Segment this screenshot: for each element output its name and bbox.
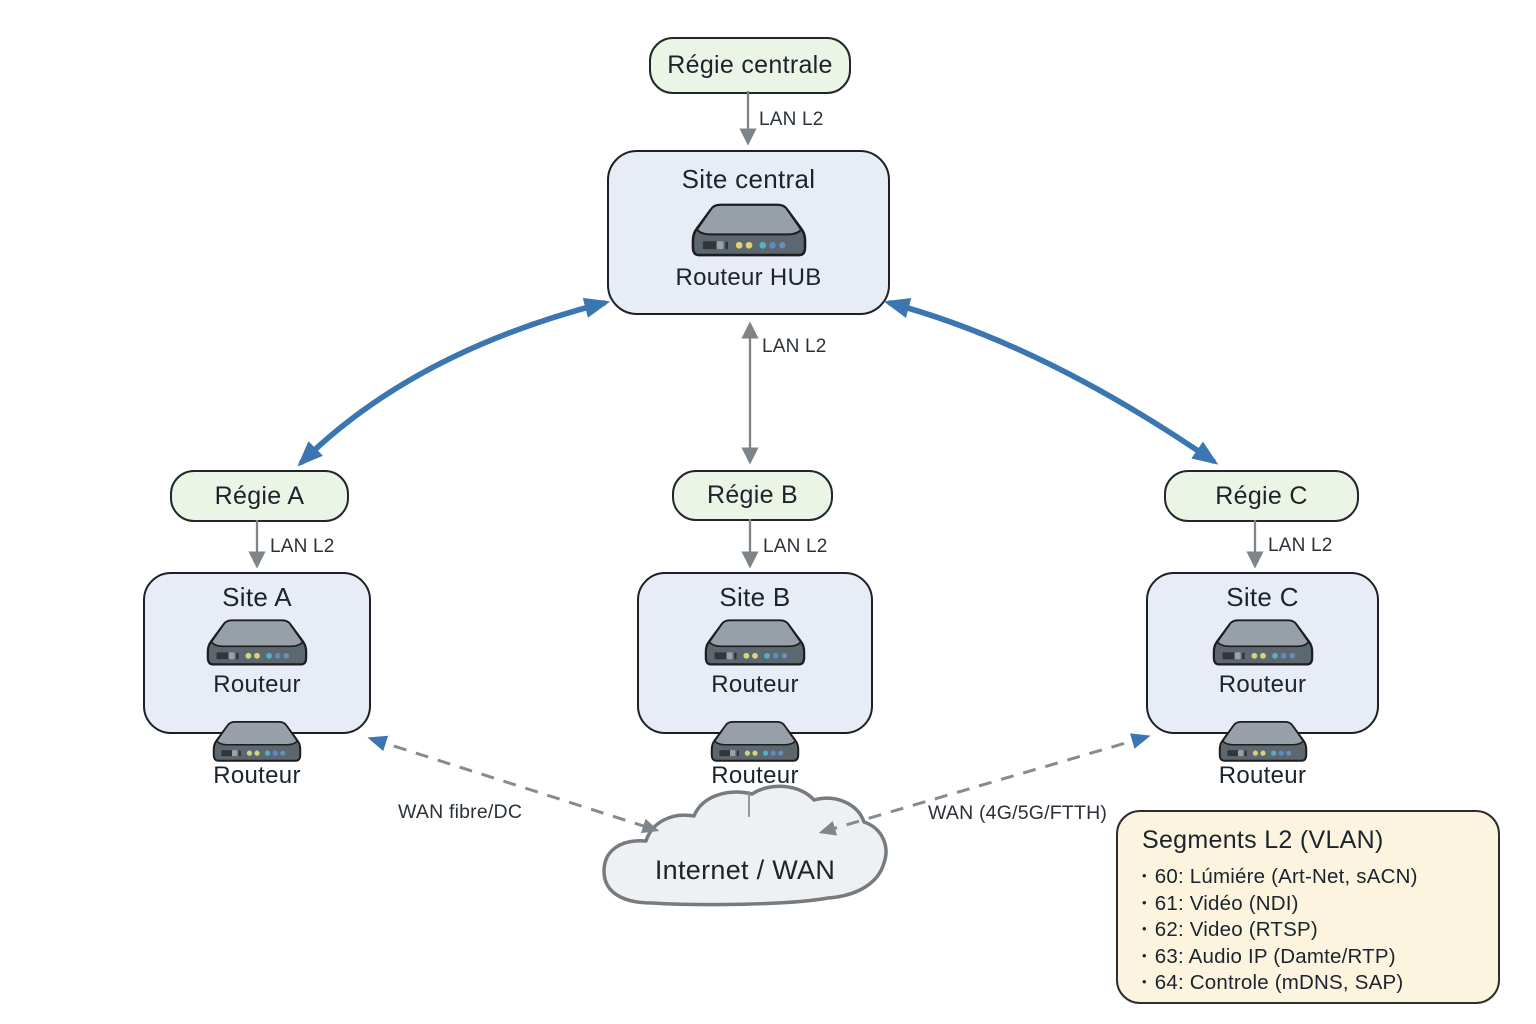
site-b-box: Site B Routeur [637,572,873,734]
bullet-icon: • [1142,868,1147,883]
lan-label-hub-b: LAN L2 [762,336,827,357]
vlan-61-label: 61: Vidéo (NDI) [1154,891,1299,915]
blue-link-hub-regie-c [883,298,1219,465]
site-b-edge-router-label: Routeur [711,762,799,789]
site-a-router-label: Routeur [213,671,301,698]
internet-cloud-shape [602,784,888,907]
router-hub-icon [691,203,806,257]
site-a-box: Site A Routeur [143,572,371,734]
site-c-box: Site C Routeur [1146,572,1379,734]
regie-centrale-box: Régie centrale [649,37,851,94]
internet-cloud-label: Internet / WAN [654,855,836,885]
vlan-legend-title: Segments L2 (VLAN) [1142,826,1384,854]
vlan-63-label: 63: Audio IP (Damte/RTP) [1154,944,1396,968]
site-a-edge-router-icon [212,721,302,762]
lan-label-central: LAN L2 [759,109,824,130]
regie-b-label: Régie B [706,481,799,509]
lan-label-a: LAN L2 [270,536,335,557]
vlan-legend-item: • 62: Video (RTSP) [1142,917,1486,944]
wan-right-label: WAN (4G/5G/FTTH) [928,802,1108,824]
blue-link-hub-regie-a [297,297,611,467]
router-hub-label: Routeur HUB [675,264,822,291]
site-c-edge-router-label: Routeur [1218,762,1307,789]
site-b-group: Site B Routeur Routeur [637,572,873,792]
vlan-legend-item: • 64: Controle (mDNS, SAP) [1142,970,1486,997]
wan-left-label: WAN fibre/DC [398,801,523,823]
site-c-router-label: Routeur [1218,671,1307,698]
regie-a-label: Régie A [214,481,305,510]
site-a-edge-router-label: Routeur [213,762,301,789]
vlan-legend-item: • 61: Vidéo (NDI) [1142,891,1486,918]
site-c-router-icon [1212,619,1313,666]
regie-c-box: Régie C [1164,470,1359,522]
site-c-group: Site C Routeur Routeur [1146,572,1379,792]
bullet-icon: • [1142,921,1147,936]
site-a-group: Site A Routeur Routeur [143,572,371,792]
vlan-60-label: 60: Lúmiére (Art-Net, sACN) [1154,865,1418,888]
vlan-legend-box: Segments L2 (VLAN) • 60: Lúmiére (Art-Ne… [1116,810,1500,1004]
site-b-router-label: Routeur [711,671,799,698]
lan-label-c: LAN L2 [1268,535,1333,556]
site-c-title: Site C [1226,582,1299,612]
site-c-edge-router-icon [1218,721,1307,762]
site-b-router-icon [704,619,806,666]
site-b-title: Site B [719,582,791,612]
regie-centrale-label: Régie centrale [667,51,833,79]
regie-b-box: Régie B [672,470,833,521]
vlan-62-label: 62: Video (RTSP) [1154,918,1318,941]
site-a-router-icon [206,619,308,666]
bullet-icon: • [1142,974,1147,989]
site-central-title: Site central [681,164,816,194]
bullet-icon: • [1142,894,1147,910]
site-central-box: Site central Routeur HUB [607,150,890,315]
lan-label-b: LAN L2 [763,536,828,557]
vlan-legend-item: • 60: Lúmiére (Art-Net, sACN) [1142,864,1486,891]
site-a-title: Site A [222,582,292,612]
site-b-edge-router-icon [710,721,800,762]
regie-a-box: Régie A [170,470,349,522]
regie-c-label: Régie C [1215,481,1308,510]
vlan-legend-item: • 63: Audio IP (Damte/RTP) [1142,944,1486,971]
bullet-icon: • [1142,947,1147,963]
vlan-64-label: 64: Controle (mDNS, SAP) [1154,971,1404,994]
